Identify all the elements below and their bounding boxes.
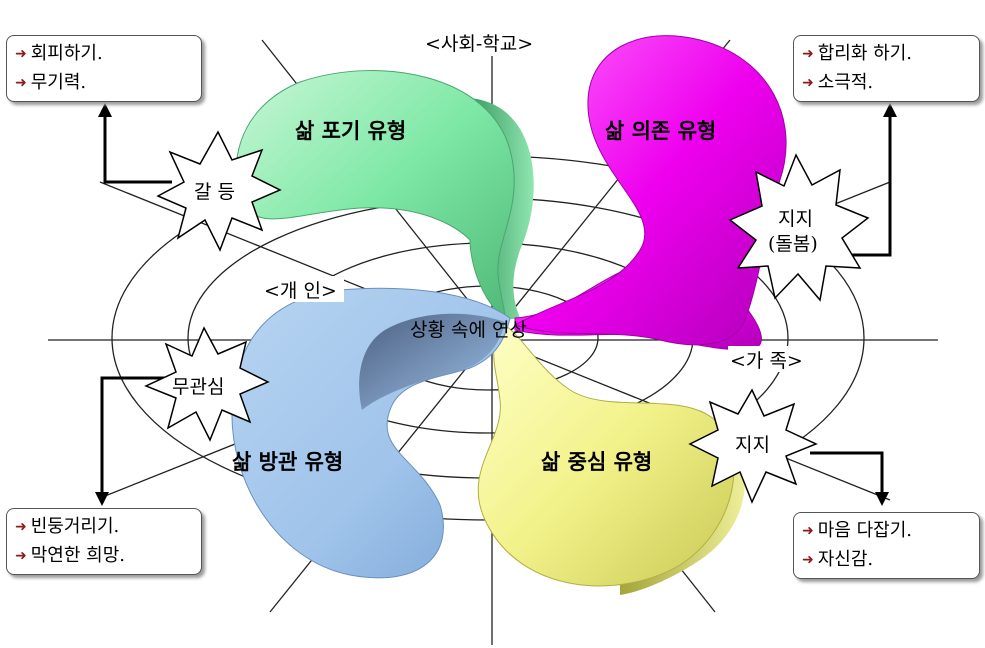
result-item-text: 막연한 희망. [31, 545, 125, 566]
diamond-arrow-icon: ➜ [802, 41, 814, 68]
petal-dependent [515, 36, 786, 350]
arrowhead-indifference [95, 492, 109, 506]
petal-label-self-centered: 삶 중심 유형 [541, 449, 652, 474]
result-item-text: 빈둥거리기. [31, 516, 120, 537]
result-box-bottom-left: ➜빈둥거리기. ➜막연한 희망. [6, 508, 202, 575]
result-item-text: 무기력. [31, 72, 86, 93]
diamond-arrow-icon: ➜ [802, 547, 814, 574]
burst-support-label: 지지 [735, 434, 770, 456]
result-box-item: ➜회피하기. [15, 40, 191, 69]
result-box-item: ➜빈둥거리기. [15, 513, 191, 542]
connector-conflict [105, 113, 172, 182]
petal-label-dependent: 삶 의존 유형 [605, 118, 716, 143]
quadrant-label-right: <가 족> [730, 350, 803, 372]
result-box-item: ➜막연한 희망. [15, 542, 191, 571]
diamond-arrow-icon: ➜ [15, 514, 27, 541]
result-box-top-left: ➜회피하기. ➜무기력. [6, 35, 202, 102]
diamond-arrow-icon: ➜ [15, 70, 27, 97]
center-label: 상황 속에 연상 [410, 319, 527, 341]
result-item-text: 자신감. [818, 549, 873, 570]
result-box-bottom-right: ➜마음 다잡기. ➜자신감. [793, 512, 980, 579]
arrowhead-conflict [98, 103, 112, 117]
result-item-text: 회피하기. [31, 43, 103, 64]
result-box-item: ➜마음 다잡기. [802, 517, 969, 546]
connector-support [810, 453, 882, 496]
result-item-text: 합리화 하기. [818, 43, 912, 64]
result-box-item: ➜합리화 하기. [802, 40, 969, 69]
result-box-item: ➜소극적. [802, 69, 969, 98]
burst-support-care-label-1: 지지 [778, 208, 813, 230]
petal-label-give-up: 삶 포기 유형 [295, 118, 406, 143]
result-item-text: 소극적. [818, 72, 873, 93]
diamond-arrow-icon: ➜ [802, 70, 814, 97]
petal-label-onlooker: 삶 방관 유형 [232, 449, 343, 474]
petal-dependent-main [515, 36, 786, 345]
result-box-item: ➜무기력. [15, 69, 191, 98]
connector-indifference [102, 378, 175, 496]
result-box-top-right: ➜합리화 하기. ➜소극적. [793, 35, 980, 102]
diamond-arrow-icon: ➜ [15, 41, 27, 68]
result-box-item: ➜자신감. [802, 546, 969, 575]
arrowhead-support-care [883, 103, 897, 117]
burst-conflict-label: 갈 등 [194, 181, 235, 203]
burst-support-care-label-2: (돌봄) [768, 233, 818, 255]
burst-conflict: 갈 등 [158, 132, 280, 250]
quadrant-label-top: <사회-학교> [425, 33, 533, 55]
diamond-arrow-icon: ➜ [15, 543, 27, 570]
diamond-arrow-icon: ➜ [802, 518, 814, 545]
burst-indifference-label: 무관심 [172, 376, 224, 398]
quadrant-label-left: <개 인> [264, 280, 337, 302]
result-item-text: 마음 다잡기. [818, 520, 912, 541]
